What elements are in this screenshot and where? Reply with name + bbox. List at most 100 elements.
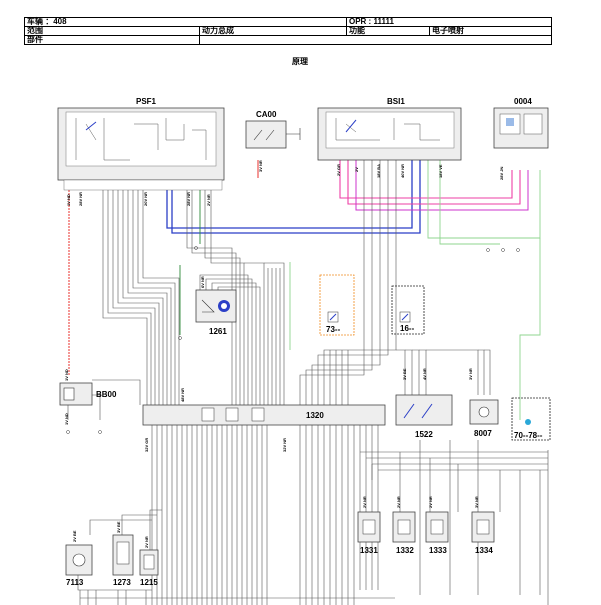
pressure-sensor-icon [478,406,490,418]
component-1333[interactable]: 1333 2V NR [425,496,449,555]
c1522-name: 1522 [415,430,433,439]
component-7113[interactable]: 7113 2V BE [65,530,93,587]
wire-gray-12 [204,190,241,405]
component-1331[interactable]: 1331 2V NR [357,496,381,555]
injector-icon-3 [430,519,444,535]
component-ca00[interactable]: CA00 3V NR [245,110,301,172]
component-7078[interactable]: 70--78-- [511,397,551,441]
ground-icon-4 [178,336,182,340]
ca00-name: CA00 [256,110,277,119]
c1522-wire-a: 3V BE [402,368,407,380]
c1273-name: 1273 [113,578,131,587]
wire-bsi1-5 [323,160,397,405]
c1334-wire-a: 3V NR [474,496,479,508]
wire-gray-7 [132,190,172,405]
wire-bsi1-2 [305,160,373,405]
psf1-relay-icon [85,121,97,131]
bsi1-wire-a: 2V GR [336,164,341,176]
ca00-wire-a: 3V NR [258,160,263,172]
component-73[interactable]: 73-- [319,274,355,336]
component-1320[interactable]: 1320 48V NR 32V GR 32V NR [142,388,386,452]
component-1215[interactable]: 1215 2V NR [139,536,159,587]
c1331-name: 1331 [360,546,378,555]
c7078-name: 70--78-- [514,431,543,440]
psf1-circuit [75,118,207,161]
wire-group-pink [339,160,521,205]
ground-icon-1 [66,430,70,434]
c1522-wire-b: 4V NR [422,368,427,380]
component-psf1[interactable]: PSF1 1V ND 28V NR 20V NR 28V NR 2V NR [57,97,225,206]
c1261-wire-a: 6V NR [200,276,205,288]
bsi1-wire-d: 40V NR [400,164,405,178]
bsi1-circuit [335,118,440,141]
wire-low-62 [121,514,157,535]
c1522-body [395,394,453,426]
bb00-wire-b: 1V ND [64,413,69,425]
wire-lgreen-2 [439,160,500,245]
component-1522[interactable]: 1522 3V BE 4V NR [395,368,453,439]
component-8007[interactable]: 8007 3V NR [468,368,499,438]
header-part-value [199,35,552,45]
pump-icon [116,541,130,565]
wire-low-61 [89,519,152,535]
bsi1-relay-icon [345,119,357,133]
c1333-name: 1333 [429,546,447,555]
wire-bundle-lower [77,425,549,605]
bsi1-panel [325,111,455,149]
wire-bsi1-4 [317,160,389,405]
ground-icon-3 [194,246,198,250]
c73-frame [319,274,355,336]
wire-bundle-bsi1 [299,160,491,405]
c1332-name: 1332 [396,546,414,555]
component-bb00[interactable]: BB00 1V ND 1V ND [59,369,117,434]
psf1-wire-d: 28V NR [186,192,191,206]
ecu-icon-b [225,407,239,422]
wire-group-magenta [355,160,529,211]
c1320-wire-a: 48V NR [180,388,185,402]
wire-low-63 [149,509,162,550]
ground-icon-2 [98,430,102,434]
wire-1261-4 [217,286,261,405]
injector-icon-1 [362,519,376,535]
wire-blue-2 [171,160,421,234]
component-bsi1[interactable]: BSI1 2V GR 2V 18V BA 40V NR 18V VE [317,97,462,178]
c8007-wire-a: 3V NR [468,368,473,380]
ecu-icon-a [201,407,215,422]
c16-frame [391,285,425,335]
wire-bsi1-16 [484,349,491,395]
key-switch-icon [253,128,301,141]
psf1-wire-b: 28V NR [78,192,83,206]
wire-bb00-3 [92,379,141,405]
c7113-name: 7113 [66,578,84,587]
injector-icon-4 [476,519,490,535]
component-1334[interactable]: 1334 3V NR [471,496,495,555]
wire-group-blue [166,160,421,234]
bb00-name: BB00 [96,390,117,399]
psf1-name: PSF1 [136,97,157,106]
ground-symbols [178,246,520,340]
relay-icon [403,403,433,419]
wire-gray-14 [244,262,265,405]
wire-group-green [179,190,201,335]
valve-icon [143,554,155,570]
ground-icon-6 [501,248,505,252]
psf1-connector [63,179,223,191]
c1273-wire-a: 3V BE [116,521,121,533]
wire-gray-6 [127,190,168,405]
wire-gray-20 [264,262,285,268]
ground-icon-5 [486,248,490,252]
component-1261[interactable]: 1261 6V NR [195,276,237,336]
c16-name: 16-- [400,324,415,333]
component-1332[interactable]: 1332 2V NR [392,496,416,555]
component-1273[interactable]: 1273 3V BE [112,521,134,587]
psf1-wire-c: 20V NR [143,192,148,206]
instrument-icon [506,118,514,126]
wire-bsi1-1 [299,160,365,405]
wire-gray-11 [191,190,237,405]
pedal-icon [201,299,215,313]
wire-gray-4 [117,190,160,405]
wire-blue-1 [166,160,413,229]
component-16[interactable]: 16-- [391,285,425,335]
component-0004[interactable]: 0004 28V JN [493,97,549,180]
